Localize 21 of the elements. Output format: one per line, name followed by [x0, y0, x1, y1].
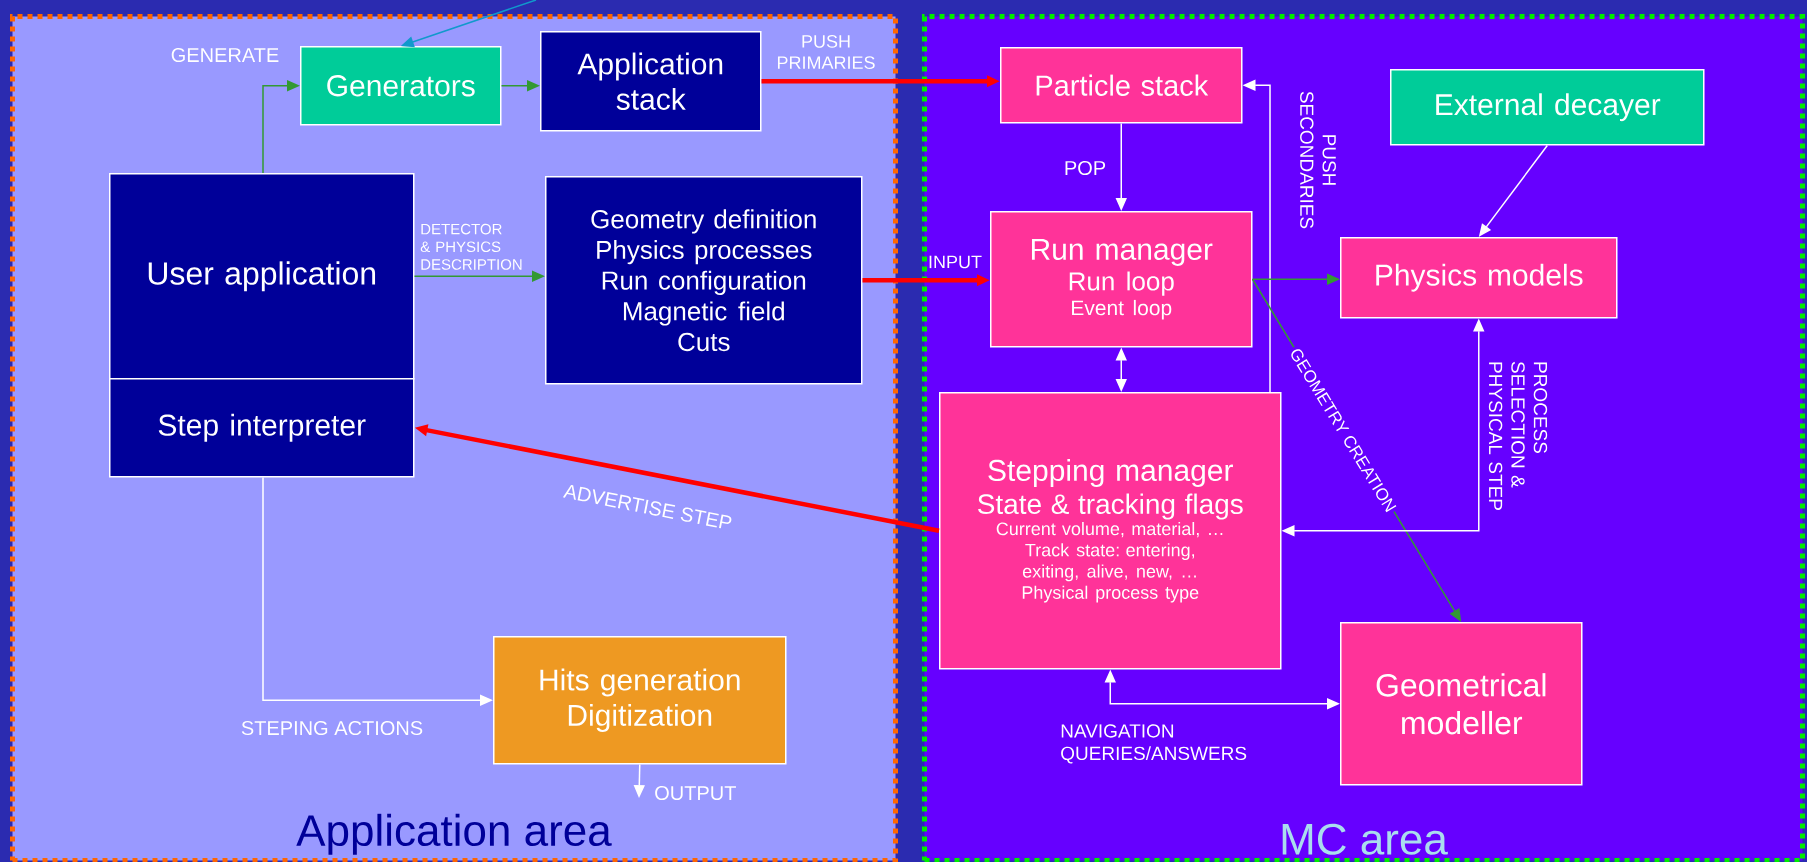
- process-box: Generators: [300, 46, 502, 126]
- process-box: Hits generation Digitization: [493, 636, 787, 765]
- edge-label: PUSH PRIMARIES: [777, 35, 875, 69]
- process-box: Geometry definition Physics processes Run configuration Magnetic field Cuts: [545, 176, 863, 385]
- process-box: Geometrical modeller: [1340, 622, 1583, 786]
- process-box: Particle stack: [1000, 47, 1243, 124]
- edge-label: INPUT: [929, 255, 982, 269]
- edge-label: GENERATE: [171, 47, 279, 63]
- process-box: Step interpreter: [109, 378, 415, 478]
- edge-label: DETECTOR & PHYSICS DESCRIPTION: [420, 223, 522, 270]
- edge-label: STEPING ACTIONS: [241, 720, 423, 736]
- edge-label: PROCESS SELECTION & PHYSICAL STEP: [1488, 361, 1548, 510]
- process-box: Stepping manager State & tracking flags Current volume, material, … Track state: entering, exiting, alive, new, … Physical process type: [939, 392, 1282, 670]
- edge-label: POP: [1065, 160, 1106, 176]
- process-box: External decayer: [1390, 69, 1705, 146]
- edge-label: OUTPUT: [655, 785, 736, 801]
- process-box: Run manager Run loop Event loop: [990, 211, 1253, 348]
- edge-label: NAVIGATION QUERIES/ANSWERS: [1061, 724, 1247, 764]
- edge-label: PUSH SECONDARIES: [1300, 91, 1336, 229]
- process-box: Application stack: [540, 31, 762, 132]
- process-box: Physics models: [1340, 237, 1618, 319]
